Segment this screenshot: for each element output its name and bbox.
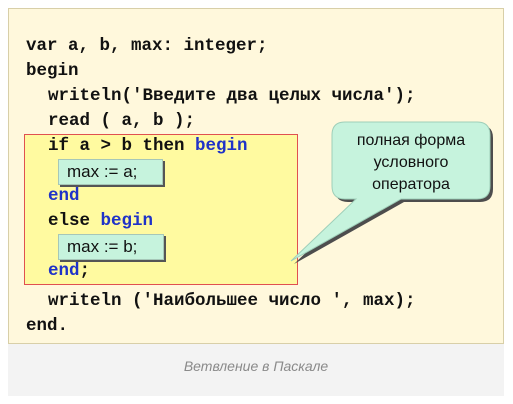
callout-text: полная форма условного оператора [338,130,484,196]
code-line-read: read ( a, b ); [48,109,195,133]
code-text: if a > b then [48,136,196,156]
code-line-begin: begin [26,59,79,83]
code-line-var: var a, b, max: integer; [26,34,268,58]
assignment-box-a: max := a; [58,159,163,185]
code-line-else: else begin [48,209,153,233]
callout-line: полная форма [356,132,466,149]
code-line-writeln-result: writeln ('Наибольшее число ', max); [48,289,416,313]
code-line-if: if a > b then begin [48,134,248,158]
figure-caption: Ветвление в Паскале [183,358,329,374]
code-text: var a, b, max: integer; [26,36,268,56]
code-text: begin [26,61,79,81]
keyword-end: end [48,261,80,281]
code-line-end: end [48,184,80,208]
code-text: ; [79,261,91,281]
code-text: else [48,211,101,231]
keyword-begin: begin [195,136,248,156]
code-text: read ( a, b ); [48,111,196,131]
code-line-end-semicolon: end; [48,259,90,283]
code-text: end. [26,316,69,336]
assignment-box-b: max := b; [58,234,164,260]
code-slide: var a, b, max: integer; begin writeln('В… [8,8,504,344]
code-line-end-dot: end. [26,314,68,338]
callout-bubble [290,121,493,264]
callout-shape [290,121,491,262]
keyword-begin: begin [100,211,154,231]
assignment-text: max := a; [67,162,138,181]
callout-line: условного [373,154,449,171]
code-text: writeln ('Наибольшее число ', max); [48,291,416,311]
assignment-text: max := b; [67,237,138,256]
code-text: writeln('Введите два целых числа'); [48,86,416,106]
figure-card: var a, b, max: integer; begin writeln('В… [8,8,504,396]
callout-line: оператора [372,176,450,193]
keyword-end: end [48,186,80,206]
code-line-writeln-prompt: writeln('Введите два целых числа'); [48,84,416,108]
